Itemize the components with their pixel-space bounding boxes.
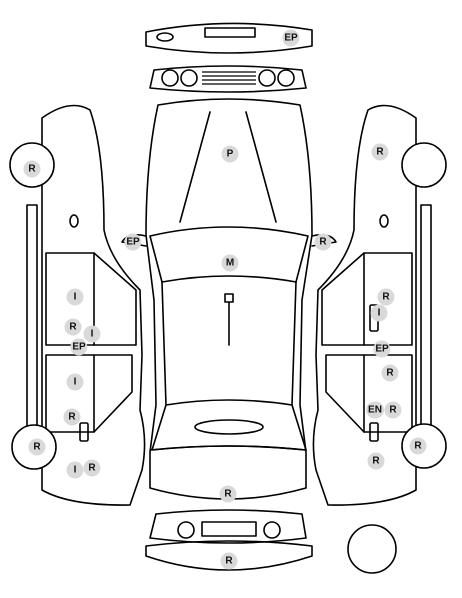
badge-right-front-door-r: R bbox=[377, 288, 395, 306]
badge-right-front-fender-r: R bbox=[371, 143, 389, 161]
badge-left-front-door-i: I bbox=[66, 288, 84, 306]
badge-left-front-door-i2: I bbox=[83, 325, 101, 343]
badge-right-rear-fender-r: R bbox=[367, 452, 385, 470]
badge-left-mirror-ep: EP bbox=[124, 233, 142, 251]
front-bumper bbox=[145, 22, 313, 54]
front-grille bbox=[149, 65, 307, 93]
badge-roof-m: M bbox=[221, 254, 239, 272]
badge-left-rear-door-r: R bbox=[63, 408, 81, 426]
badge-left-pillar-ep: EP bbox=[70, 338, 88, 356]
badge-right-rear-door-r: R bbox=[381, 364, 399, 382]
badge-left-front-door-r: R bbox=[64, 318, 82, 336]
badge-right-front-door-i: I bbox=[370, 304, 388, 322]
badge-left-rear-wheel-r: R bbox=[28, 438, 46, 456]
badge-left-front-wheel-r: R bbox=[23, 160, 41, 178]
rear-lights bbox=[149, 509, 307, 544]
badge-left-rear-door-i: I bbox=[66, 373, 84, 391]
badge-right-mirror-r: R bbox=[314, 233, 332, 251]
badge-right-pillar-ep: EP bbox=[373, 340, 391, 358]
badge-hood-p: P bbox=[221, 145, 239, 163]
badge-trunk-r: R bbox=[219, 485, 237, 503]
badge-right-rear-door-en: EN bbox=[366, 401, 384, 419]
badge-left-rear-fender-r: R bbox=[83, 459, 101, 477]
badge-rear-bumper-r: R bbox=[220, 552, 238, 570]
badge-front-bumper-ep: EP bbox=[282, 29, 300, 47]
badge-left-rear-fender-i: I bbox=[66, 461, 84, 479]
spare-wheel bbox=[347, 524, 397, 574]
right-side bbox=[312, 104, 447, 506]
rear-bumper bbox=[145, 540, 313, 571]
badge-right-rear-wheel-r: R bbox=[409, 437, 427, 455]
badge-right-rear-door-r2: R bbox=[384, 401, 402, 419]
